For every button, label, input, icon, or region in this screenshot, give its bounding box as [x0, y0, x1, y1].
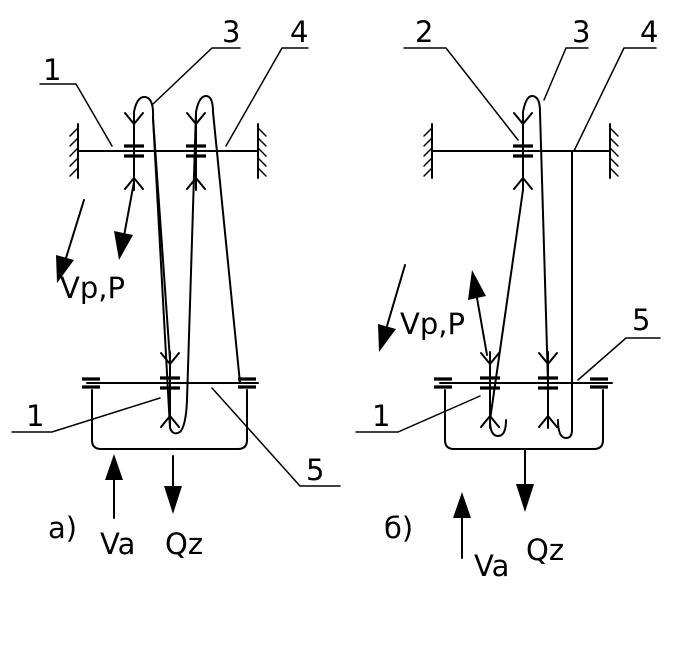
diagram-a-label-5-bottom: 5: [306, 453, 324, 487]
diagram-b-bottom-pulley-2: [538, 351, 558, 429]
diagram-b-label-3-top: 3: [572, 15, 590, 49]
diagram-a-vector-qz-label: Qz: [165, 527, 203, 561]
diagram-a-top-shaft: [69, 123, 267, 179]
diagram-b-tether-lower-loop: [489, 189, 524, 437]
diagram-a-top-pulley-1: [124, 111, 144, 191]
diagram-b-tether-loop: [522, 95, 549, 384]
diagram-a-label-1-bottom: 1: [26, 399, 44, 433]
diagram-a-vector-vp-label: Vp,P: [60, 271, 125, 305]
diagram-b-leaders: [355, 47, 661, 433]
diagram-b-arrow-qz: [516, 449, 534, 512]
diagram-b-tether-right: [557, 150, 573, 439]
diagram-b-vector-qz-label: Qz: [526, 533, 564, 567]
diagram-b-arrow-vp-left: [378, 264, 406, 352]
diagram-b-label-4-top: 4: [640, 15, 658, 49]
diagram-a-arrow-vp-center: [114, 181, 135, 260]
diagram-a-bottom-pulley: [160, 351, 180, 429]
diagram-b-vector-vp-label: Vp,P: [400, 307, 465, 341]
diagram-b-top-shaft: [423, 123, 619, 179]
diagram-b-label-1-bottom: 1: [372, 399, 390, 433]
diagram-b-arrow-va: [453, 492, 471, 559]
diagram-a-tether-down: [152, 117, 171, 361]
diagram-b: 2 3 4 5 1 Vp,P Va Qz б): [355, 15, 661, 583]
diagram-a-vector-va-label: Va: [100, 527, 135, 561]
diagram-a: 1 3 4 1 5 Vp,P Va Qz а): [11, 15, 341, 561]
diagram-b-caption: б): [384, 511, 413, 545]
diagram-a-leaders: [11, 47, 341, 487]
diagram-b-bottom-shaft: [434, 377, 613, 450]
diagram-b-bottom-pulley-1: [480, 351, 500, 429]
diagram-a-bottom-shaft: [82, 377, 259, 450]
diagram-a-label-4-top: 4: [290, 15, 308, 49]
diagram-a-caption: а): [48, 511, 77, 545]
diagram-a-arrow-va: [105, 454, 123, 519]
diagram-b-label-2-top: 2: [415, 15, 433, 49]
diagram-a-tether-loop-2: [195, 95, 241, 384]
diagram-a-label-1-top: 1: [43, 53, 61, 87]
diagram-b-top-pulley: [513, 111, 533, 191]
diagram-b-label-5-right: 5: [632, 303, 650, 337]
diagram-a-arrow-vp-left: [56, 199, 85, 283]
diagram-a-arrow-qz: [164, 455, 182, 514]
diagram-b-vector-va-label: Va: [474, 549, 509, 583]
diagram-b-arrow-vp-center: [468, 270, 488, 356]
diagram-a-label-3-top: 3: [222, 15, 240, 49]
